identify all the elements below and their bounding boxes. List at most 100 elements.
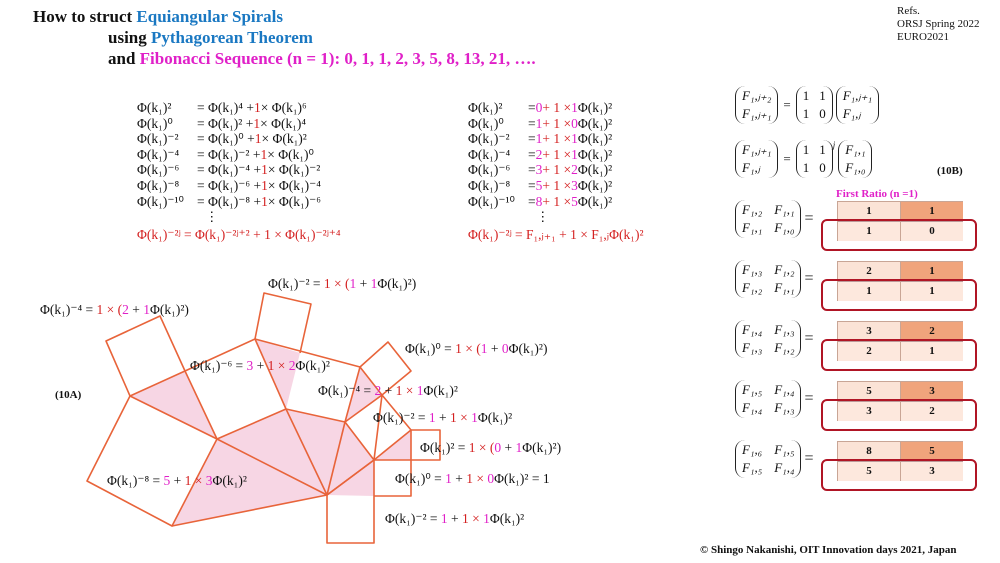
equation-term: + 1 × xyxy=(542,177,572,193)
label-part: + xyxy=(451,471,467,486)
fib-coefficient: 3 xyxy=(571,177,578,193)
ratio-cell: 2 xyxy=(900,401,963,421)
ratio-cell: 3 xyxy=(838,401,900,421)
equals-sign: = xyxy=(804,270,814,287)
spiral-edge xyxy=(326,421,346,496)
label-part: Φ(k₁)⁰ = xyxy=(395,471,446,486)
ratio-cell: 2 xyxy=(838,262,900,281)
left-equation-row: Φ(k₁)⁻²= Φ(k₁)⁰ + 1 × Φ(k₁)² xyxy=(137,131,341,147)
ratio-cell: 3 xyxy=(900,461,963,481)
equals-sign: = xyxy=(804,330,814,347)
fib-coefficient: 5 xyxy=(535,177,543,193)
equation-term: + 1 × xyxy=(542,115,572,131)
pink-triangle xyxy=(345,367,382,422)
matrix-entry: F₁,₃ xyxy=(742,262,763,277)
label-part: 1 xyxy=(455,341,462,356)
label-part: Φ(k₁)²) xyxy=(508,341,548,356)
equation-coefficient: 1 xyxy=(261,162,268,178)
fib-coefficient: 1 xyxy=(571,146,578,162)
equation-term: Φ(k₁)² xyxy=(577,115,613,131)
ratio-cell: 1 xyxy=(900,202,963,221)
equation-lhs: Φ(k₁)⁻⁸ xyxy=(137,177,180,193)
spiral-edge xyxy=(254,338,287,410)
equals-sign: = xyxy=(804,210,814,227)
equation-eq: = xyxy=(528,131,536,147)
label-part: 1 xyxy=(267,358,275,373)
equation-term: × Φ(k₁)⁴ xyxy=(260,115,307,131)
equation-term: + 1 × xyxy=(542,100,572,115)
matrix-entry: F₁,₁ xyxy=(774,202,795,217)
left-equation-row: Φ(k₁)⁻⁶= Φ(k₁)⁻⁴ + 1 × Φ(k₁)⁻² xyxy=(137,162,341,178)
equation-coefficient: 1 xyxy=(260,146,268,162)
vdots: ⋮ xyxy=(536,209,550,225)
label-part: Φ(k₁)⁻⁶ = xyxy=(190,358,247,373)
diagram-equation-label: Φ(k₁)⁻⁴ = 2 + 1 × 1Φ(k₁)² xyxy=(318,383,458,399)
equation-term: Φ(k₁)² xyxy=(577,100,613,115)
ratio-cell: 2 xyxy=(900,322,963,341)
equation-term: × Φ(k₁)⁻² xyxy=(267,162,321,178)
label-part: 1 xyxy=(349,276,357,291)
equation-coefficient: 1 xyxy=(254,131,262,147)
ratio-cell: 8 xyxy=(838,442,900,461)
label-part: 1 xyxy=(184,473,192,488)
pink-triangle xyxy=(255,339,300,409)
label-part: + xyxy=(170,473,185,488)
matrix-entry: F₁,₁ xyxy=(742,220,763,235)
matrix-entry: F₁,₆ xyxy=(742,442,763,457)
ratio-cell: 5 xyxy=(838,382,900,401)
label-part: 1 xyxy=(323,276,331,291)
label-part: + xyxy=(356,276,371,291)
label-part: 1 xyxy=(440,511,448,526)
diagram-equation-label: Φ(k₁)⁰ = 1 × (1 + 0Φ(k₁)²) xyxy=(405,341,547,357)
label-10b: (10B) xyxy=(937,165,963,177)
label-part: Φ(k₁)⁰ = xyxy=(405,341,456,356)
equation-term: = Φ(k₁)² + xyxy=(197,115,254,131)
label-part: 1 xyxy=(483,511,490,526)
equation-lhs: Φ(k₁)⁻² xyxy=(468,131,510,147)
equation-term: Φ(k₁)² xyxy=(577,177,613,193)
label-part: × ( xyxy=(475,440,495,455)
diagram-equation-label: Φ(k₁)⁰ = 1 + 1 × 0Φ(k₁)² = 1 xyxy=(395,471,550,487)
equation-term: = Φ(k₁)⁻⁶ + xyxy=(197,177,262,193)
fib-coefficient: 5 xyxy=(571,193,578,209)
label-part: Φ(k₁)² xyxy=(489,511,525,526)
label-part: × xyxy=(191,473,206,488)
left-equation-row: Φ(k₁)⁻⁸= Φ(k₁)⁻⁶ + 1 × Φ(k₁)⁻⁴ xyxy=(137,178,341,194)
equation-term: + 1 × xyxy=(542,146,572,162)
equation-eq: = xyxy=(528,146,536,162)
equation-coefficient: 1 xyxy=(261,193,268,209)
matrix-entry: F₁,₄ xyxy=(774,382,795,397)
label-part: 1 xyxy=(416,383,424,398)
equation-eq: = xyxy=(528,162,536,178)
label-part: Φ(k₁)² = 1 xyxy=(494,471,550,486)
left-equation-row: Φ(k₁)²= Φ(k₁)⁴ + 1 × Φ(k₁)⁶ xyxy=(137,100,341,116)
label-part: 1 xyxy=(445,471,452,486)
ratio-cell: 1 xyxy=(900,262,963,281)
equation-lhs: Φ(k₁)⁻⁸ xyxy=(468,177,511,193)
equation-term: Φ(k₁)² xyxy=(577,131,613,147)
highlight-box xyxy=(821,219,977,251)
equation-term: + 1 × xyxy=(542,162,572,178)
label-part: Φ(k₁)⁻² = xyxy=(373,410,429,425)
label-part: 1 xyxy=(428,410,436,425)
diagram-equation-label: Φ(k₁)⁻⁴ = 1 × (2 + 1Φ(k₁)²) xyxy=(40,302,189,318)
label-part: + xyxy=(447,511,462,526)
label-part: + xyxy=(435,410,450,425)
label-part: 1 xyxy=(143,302,150,317)
label-part: + xyxy=(487,341,502,356)
matrix-entry: F₁,₃ xyxy=(742,340,763,355)
equation-eq: = xyxy=(528,193,536,209)
